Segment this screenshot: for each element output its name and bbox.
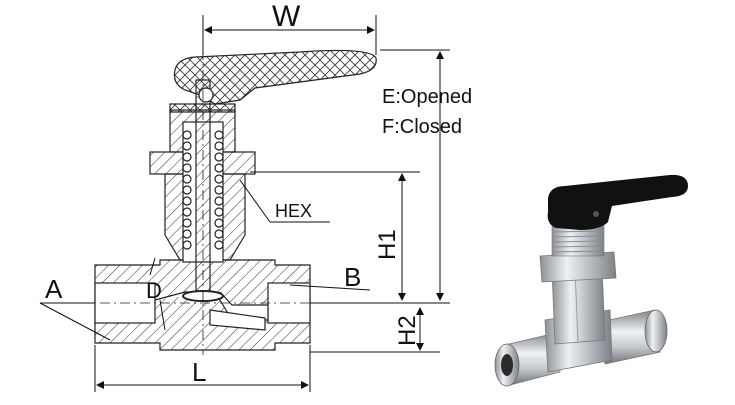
cross-section-drawing <box>94 49 380 355</box>
label-e-opened: E:Opened <box>382 86 472 108</box>
label-w: W <box>272 0 301 33</box>
dimension-labels: W E:Opened F:Closed HEX H1 H2 A B D L <box>45 0 472 387</box>
label-f-closed: F:Closed <box>382 116 462 138</box>
label-hex: HEX <box>275 201 312 221</box>
label-l: L <box>192 357 206 387</box>
spring <box>182 130 224 250</box>
label-b: B <box>344 262 361 292</box>
label-h1: H1 <box>374 229 401 260</box>
lever-handle <box>173 49 377 105</box>
product-photo <box>494 174 688 387</box>
hex-leader <box>239 179 271 223</box>
label-d: D <box>146 278 162 303</box>
photo-black-handle <box>547 174 688 230</box>
handle-pin <box>198 87 214 103</box>
dimension-lines <box>39 15 450 392</box>
b-leader <box>289 284 371 291</box>
d-leader <box>149 257 156 276</box>
label-h2: H2 <box>394 315 421 346</box>
label-a: A <box>45 274 63 304</box>
